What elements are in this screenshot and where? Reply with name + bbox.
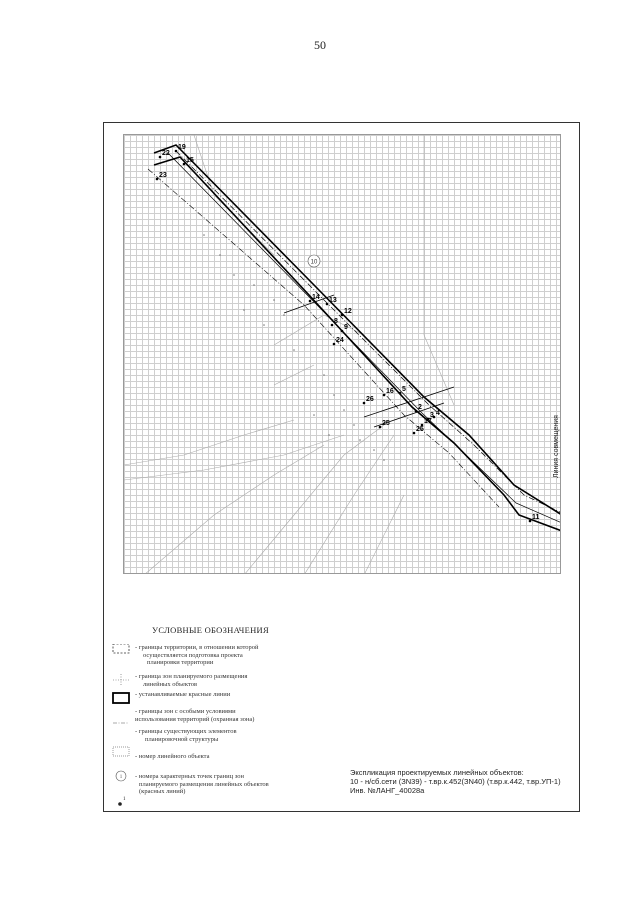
legend-item-1: - границы территории, в отношении которо… [135, 644, 259, 666]
explication-title: Экспликация проектируемых линейных объек… [350, 768, 524, 777]
point-marker-9 [332, 342, 336, 346]
point-marker-3 [155, 177, 159, 181]
object-number-label: 10 [311, 260, 318, 266]
point-marker-2 [182, 162, 186, 166]
point-label-12: 26 [366, 396, 374, 403]
explication-line-1: 10 - н/сб.сети (ЗN39) - т.вр.к.452(ЗN40)… [350, 777, 561, 786]
point-marker-7 [330, 323, 334, 327]
point-marker-14 [378, 425, 382, 429]
page-number: 50 [314, 38, 326, 52]
point-label-3: 23 [159, 172, 167, 179]
point-marker-13 [414, 409, 418, 413]
point-marker-4 [308, 299, 312, 303]
legend-title: УСЛОВНЫЕ ОБОЗНАЧЕНИЯ [152, 625, 269, 635]
point-marker-8 [340, 329, 344, 333]
point-label-16: 3 [430, 412, 434, 419]
legend-item-6: - номер линейного объекта [135, 753, 210, 760]
legend-symbol-existing-elements [112, 746, 130, 757]
point-marker-11 [398, 391, 402, 395]
legend-symbol-point [118, 802, 122, 806]
point-label-7: 8 [334, 318, 338, 325]
point-label-13: 2 [418, 404, 422, 411]
point-label-11: 5 [402, 386, 406, 393]
point-marker-12 [362, 401, 366, 405]
point-label-15: 17 [424, 418, 432, 425]
point-marker-16 [426, 417, 430, 421]
point-marker-10 [382, 393, 386, 397]
point-marker-1 [158, 155, 162, 159]
legend-item-3: - устанавливаемые красные линии [135, 691, 231, 698]
point-marker-5 [325, 302, 329, 306]
point-label-17: 4 [436, 410, 440, 417]
point-label-10: 16 [386, 388, 394, 395]
point-label-4: 14 [312, 294, 320, 301]
point-label-2: 15 [186, 157, 194, 164]
point-marker-18 [412, 431, 416, 435]
svg-text:1: 1 [120, 775, 123, 780]
point-label-0: 19 [178, 144, 186, 151]
point-marker-6 [340, 313, 344, 317]
legend-symbol-object-number [115, 770, 127, 782]
explication: Экспликация проектируемых линейных объек… [350, 768, 561, 795]
point-label-6: 12 [344, 308, 352, 315]
point-label-9: 24 [336, 337, 344, 344]
legend-symbols: 1 1 [112, 644, 130, 806]
point-marker-19 [528, 519, 532, 523]
point-label-5: 13 [329, 297, 337, 304]
point-label-1: 22 [162, 150, 170, 157]
legend-symbol-red-lines [112, 692, 130, 704]
explication-line-2: Инв. №ЛАНГ_40028а [350, 786, 425, 795]
point-marker-0 [174, 149, 178, 153]
point-marker-17 [432, 415, 436, 419]
point-label-8: 9 [344, 324, 348, 331]
matchline-label: Линия совмещения [553, 415, 560, 478]
svg-text:1: 1 [123, 797, 126, 802]
legend-symbol-project-boundary [112, 644, 130, 654]
point-marker-15 [420, 423, 424, 427]
point-label-19: 11 [532, 514, 540, 521]
point-label-14: 25 [382, 420, 390, 427]
point-label-18: 25 [416, 426, 424, 433]
